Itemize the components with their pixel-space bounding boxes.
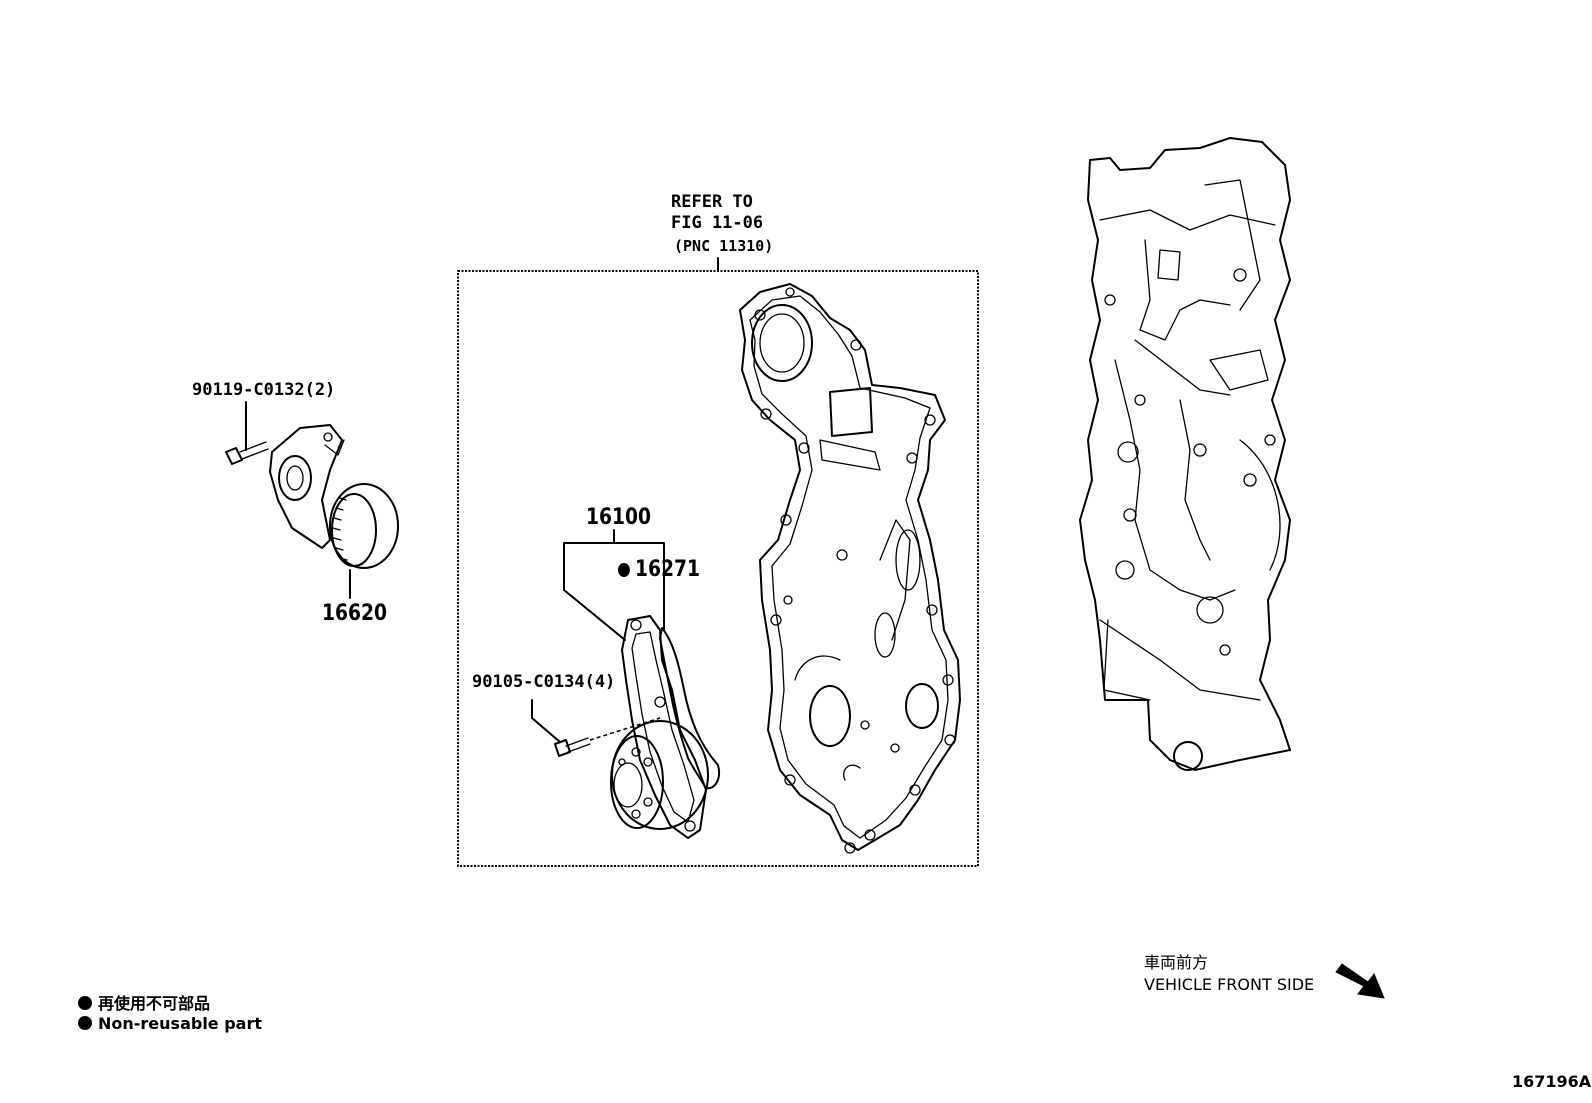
- part-label-gasket: 16271: [618, 558, 700, 582]
- non-reusable-dot-icon: [618, 563, 630, 577]
- water-pump-leader: [563, 529, 665, 641]
- direction-jp: 車両前方: [1144, 953, 1209, 972]
- subassembly-frame: [457, 257, 979, 867]
- part-label-bolt-pump: 90105-C0134(4): [472, 672, 616, 692]
- legend-en: Non-reusable part: [98, 1014, 263, 1033]
- gasket-number: 16271: [635, 557, 701, 582]
- timing-chain-cover: [739, 283, 961, 854]
- part-label-tensioner: 16620: [322, 601, 388, 626]
- figure-id: 167196A: [1512, 1072, 1592, 1091]
- bolt-tensioner: [225, 401, 269, 465]
- bolt-pump: [531, 699, 661, 757]
- legend-dot-icon: [78, 996, 92, 1010]
- direction-en: VEHICLE FRONT SIDE: [1144, 975, 1315, 994]
- part-label-water-pump: 16100: [586, 505, 652, 530]
- refer-note-line1: REFER TO: [671, 192, 753, 212]
- part-label-bolt-tensioner: 90119-C0132(2): [192, 380, 336, 400]
- refer-note-line3: (PNC 11310): [674, 237, 774, 255]
- legend-dot-icon: [78, 1016, 92, 1030]
- gasket: [659, 627, 720, 790]
- engine-block: [1079, 137, 1291, 771]
- legend-jp: 再使用不可部品: [98, 994, 211, 1013]
- legend-row-en: Non-reusable part: [78, 1014, 262, 1033]
- vehicle-front-arrow-icon: [1335, 963, 1385, 999]
- legend-row-jp: 再使用不可部品: [78, 990, 210, 1014]
- v-ribbed-belt-tensioner: [269, 424, 399, 599]
- water-pump: [610, 615, 709, 839]
- refer-note-line2: FIG 11-06: [671, 213, 764, 233]
